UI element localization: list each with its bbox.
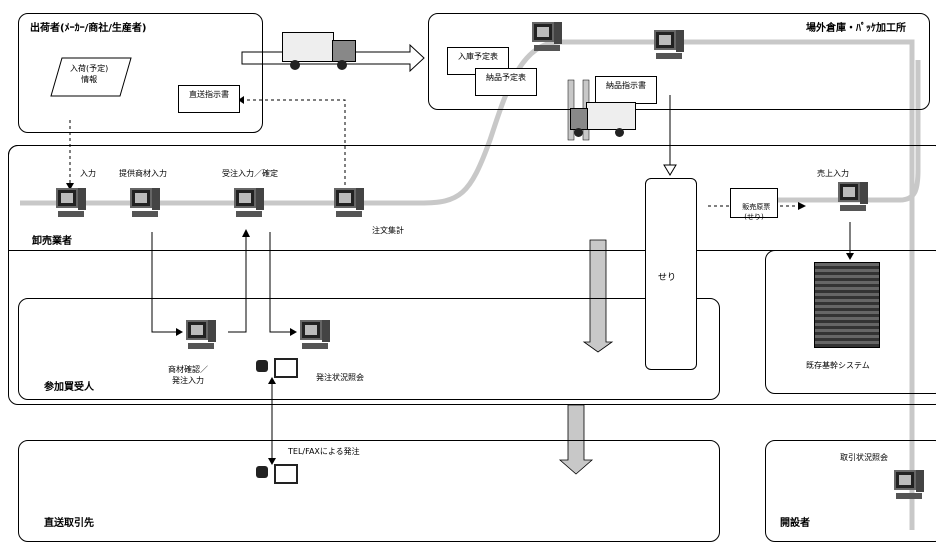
sales-slip-doc: 販売原票 (せり) bbox=[730, 188, 778, 218]
computer-icon bbox=[532, 22, 562, 52]
phone-fax-icon bbox=[256, 356, 296, 376]
truck-icon bbox=[570, 102, 638, 140]
delivery-instruction-label: 納品指示書 bbox=[606, 81, 646, 90]
delivery-plan-label: 納品予定表 bbox=[486, 73, 526, 82]
truck-icon bbox=[282, 32, 360, 74]
computer-icon bbox=[894, 470, 924, 500]
auction-label: せり bbox=[658, 270, 676, 283]
direct-instruction-label: 直送指示書 bbox=[189, 90, 229, 99]
delivery-plan-doc: 納品予定表 bbox=[475, 68, 537, 96]
phone-fax-icon bbox=[256, 462, 296, 482]
computer-icon bbox=[654, 30, 684, 60]
delivery-instruction-doc: 納品指示書 bbox=[595, 76, 657, 104]
direct-instruction-doc: 直送指示書 bbox=[178, 85, 240, 113]
supply-input-label: 提供商材入力 bbox=[119, 168, 167, 179]
computer-icon bbox=[300, 320, 330, 350]
computer-icon bbox=[130, 188, 160, 218]
tel-fax-order-label: TEL/FAXによる発注 bbox=[288, 446, 360, 457]
arrival-info-label: 入荷(予定) 情報 bbox=[70, 63, 108, 85]
arrival-info-doc: 入荷(予定) 情報 bbox=[50, 57, 132, 97]
computer-icon bbox=[234, 188, 264, 218]
warehouse-title: 場外倉庫・ﾊﾟｯｹ加工所 bbox=[806, 19, 906, 34]
opener-title: 開設者 bbox=[780, 514, 810, 529]
direct-box bbox=[18, 440, 720, 542]
receipt-plan-label: 入庫予定表 bbox=[458, 52, 498, 61]
computer-icon bbox=[838, 182, 868, 212]
buyer-title: 参加買受人 bbox=[44, 378, 94, 393]
order-total-label: 注文集計 bbox=[372, 225, 404, 236]
direct-title: 直送取引先 bbox=[44, 514, 94, 529]
shipper-title: 出荷者(ﾒｰｶｰ/商社/生産者) bbox=[30, 19, 146, 34]
computer-icon bbox=[334, 188, 364, 218]
computer-icon bbox=[56, 188, 86, 218]
input-label: 入力 bbox=[80, 168, 96, 179]
order-status-label: 発注状況照会 bbox=[316, 372, 364, 383]
buyer-box bbox=[18, 298, 720, 400]
product-confirm-label: 商材確認／ 発注入力 bbox=[168, 364, 208, 386]
server-icon bbox=[814, 262, 880, 348]
sales-input-label: 売上入力 bbox=[817, 168, 849, 179]
computer-icon bbox=[186, 320, 216, 350]
trade-status-label: 取引状況照会 bbox=[840, 452, 888, 463]
order-input-label: 受注入力／確定 bbox=[222, 168, 278, 179]
existing-system-label: 既存基幹システム bbox=[806, 360, 870, 371]
